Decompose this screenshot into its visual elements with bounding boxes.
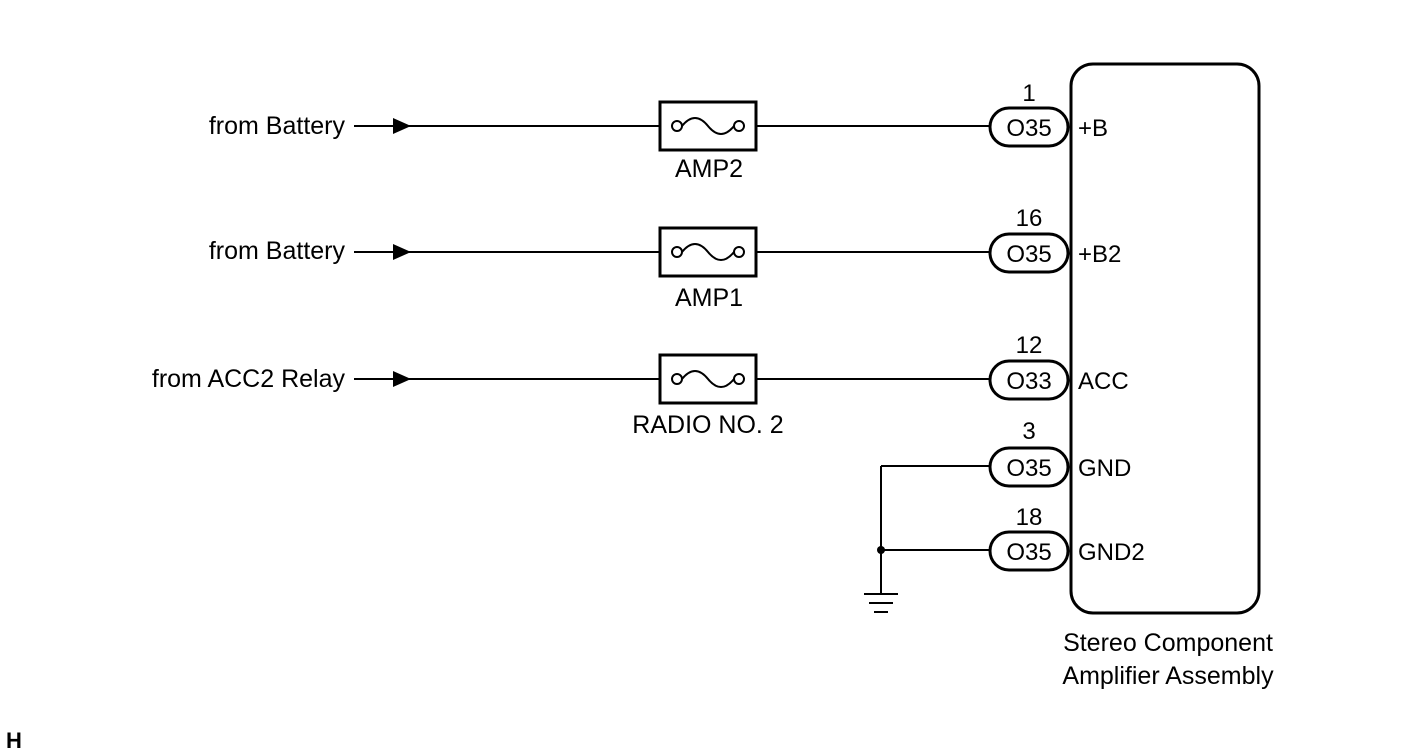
source-label: from Battery <box>209 112 346 140</box>
pin-number: 18 <box>1016 504 1043 531</box>
fuse-label: RADIO NO. 2 <box>632 411 783 439</box>
connector-code: O35 <box>1006 539 1051 566</box>
fuse-icon <box>658 353 758 405</box>
connector-code: O35 <box>1006 241 1051 268</box>
junction-dot <box>877 546 885 554</box>
fuse-icon <box>658 100 758 152</box>
source-label: from ACC2 Relay <box>152 365 346 393</box>
connector-pill <box>988 530 1070 572</box>
connector-code: O33 <box>1006 368 1051 395</box>
arrow-icon <box>393 118 411 134</box>
connector-pill <box>988 359 1070 401</box>
corner-label: H <box>6 728 22 753</box>
amplifier-assembly-box <box>1069 62 1261 615</box>
pin-number: 16 <box>1016 205 1043 232</box>
terminal-label: +B <box>1078 115 1108 142</box>
arrow-icon <box>393 371 411 387</box>
pin-number: 12 <box>1016 332 1043 359</box>
connector-code: O35 <box>1006 115 1051 142</box>
connector-code: O35 <box>1006 455 1051 482</box>
connector-pill <box>988 446 1070 488</box>
terminal-label: +B2 <box>1078 241 1121 268</box>
component-label-line1: Stereo Component <box>1063 629 1273 657</box>
circuit-amp1: from Battery AMP1 O35 16 +B2 <box>209 205 1122 312</box>
circuit-gnd: O35 3 GND <box>881 418 1131 488</box>
circuit-amp2: from Battery AMP2 O35 1 +B <box>209 80 1108 183</box>
pin-number: 1 <box>1022 80 1035 107</box>
circuit-gnd2: O35 18 GND2 <box>881 504 1145 572</box>
ground-icon <box>864 593 898 613</box>
fuse-icon <box>658 226 758 278</box>
connector-pill <box>988 232 1070 274</box>
circuit-radio-no2: from ACC2 Relay RADIO NO. 2 O33 12 ACC <box>152 332 1129 439</box>
terminal-label: ACC <box>1078 368 1129 395</box>
connector-pill <box>988 106 1070 148</box>
component-label-line2: Amplifier Assembly <box>1062 662 1274 690</box>
source-label: from Battery <box>209 237 346 265</box>
terminal-label: GND <box>1078 455 1131 482</box>
fuse-label: AMP1 <box>675 284 743 312</box>
arrow-icon <box>393 244 411 260</box>
pin-number: 3 <box>1022 418 1035 445</box>
fuse-label: AMP2 <box>675 155 743 183</box>
terminal-label: GND2 <box>1078 539 1145 566</box>
